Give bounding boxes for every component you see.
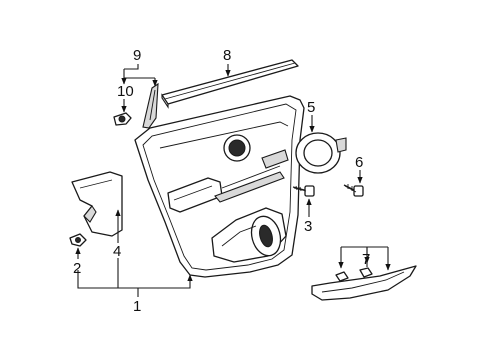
part-4-trim-insert [71, 171, 123, 237]
callout-10: 10 [117, 83, 134, 100]
part-6-screw [343, 184, 364, 197]
callout-7: 7 [362, 251, 370, 268]
callout-9: 9 [133, 47, 141, 64]
callout-1: 1 [133, 298, 141, 315]
callout-labels: 9 10 8 5 6 3 4 2 1 7 [73, 47, 370, 315]
part-10-push-clip [113, 112, 132, 126]
callout-6: 6 [355, 154, 363, 171]
part-2-retainer-clip [69, 233, 87, 247]
part-1-door-trim-panel [134, 95, 305, 278]
callout-3: 3 [304, 218, 312, 235]
part-8-belt-molding [161, 59, 299, 109]
callout-8: 8 [223, 47, 231, 64]
leader-lines [75, 64, 391, 297]
part-3-screw [292, 185, 315, 197]
callout-2: 2 [73, 260, 81, 277]
part-7-lower-trim-strap [311, 265, 417, 301]
callout-4: 4 [113, 243, 121, 260]
part-9-window-trim [142, 82, 159, 129]
part-5-speaker-bezel [295, 132, 347, 174]
callout-5: 5 [307, 99, 315, 116]
